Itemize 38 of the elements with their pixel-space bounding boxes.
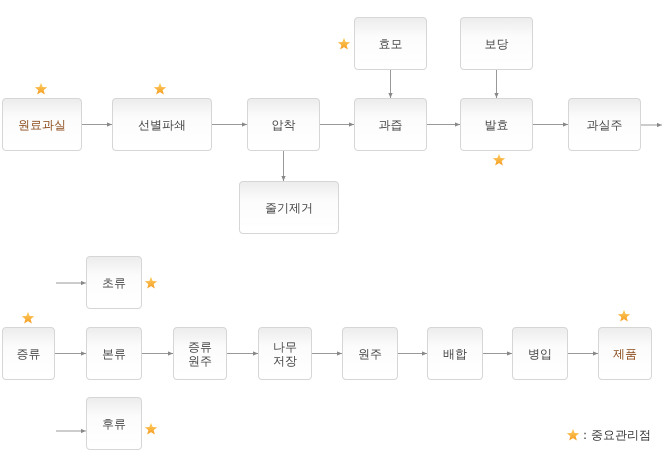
process-box: 과실주 (568, 98, 641, 151)
arrow (388, 70, 393, 98)
process-box: 압착 (247, 98, 320, 151)
process-box: 원주 (342, 327, 398, 380)
arrow (426, 122, 460, 127)
process-box: 증류 원주 (173, 327, 227, 380)
process-box: 나무 저장 (258, 327, 312, 380)
arrow (212, 122, 248, 127)
arrow (82, 122, 112, 127)
arrow (312, 351, 342, 356)
process-box: 원료과실 (2, 98, 82, 151)
process-box: 효모 (354, 17, 427, 70)
arrow (398, 351, 428, 356)
process-box: 증류 (2, 327, 55, 380)
process-box: 후류 (86, 397, 142, 450)
process-box: 줄기제거 (239, 181, 339, 234)
process-box: 보당 (460, 17, 533, 70)
process-box: 과즙 (354, 98, 427, 151)
legend-text: : 중요관리점 (583, 427, 651, 444)
arrow (494, 70, 499, 98)
arrow (640, 122, 662, 128)
process-box: 선별파쇄 (112, 98, 212, 151)
process-box: 배합 (427, 327, 483, 380)
arrow (56, 280, 86, 286)
arrow (56, 428, 86, 434)
process-box: 발효 (460, 98, 533, 151)
arrow (142, 351, 174, 356)
process-box: 제품 (598, 327, 652, 380)
arrow (320, 122, 354, 127)
arrow (226, 351, 258, 356)
arrow (281, 150, 286, 182)
arrow (482, 351, 512, 356)
arrow (568, 351, 598, 356)
arrow (532, 122, 568, 127)
process-box: 병입 (512, 327, 568, 380)
process-box: 초류 (86, 256, 142, 309)
arrow (54, 351, 86, 356)
process-box: 본류 (86, 327, 142, 380)
